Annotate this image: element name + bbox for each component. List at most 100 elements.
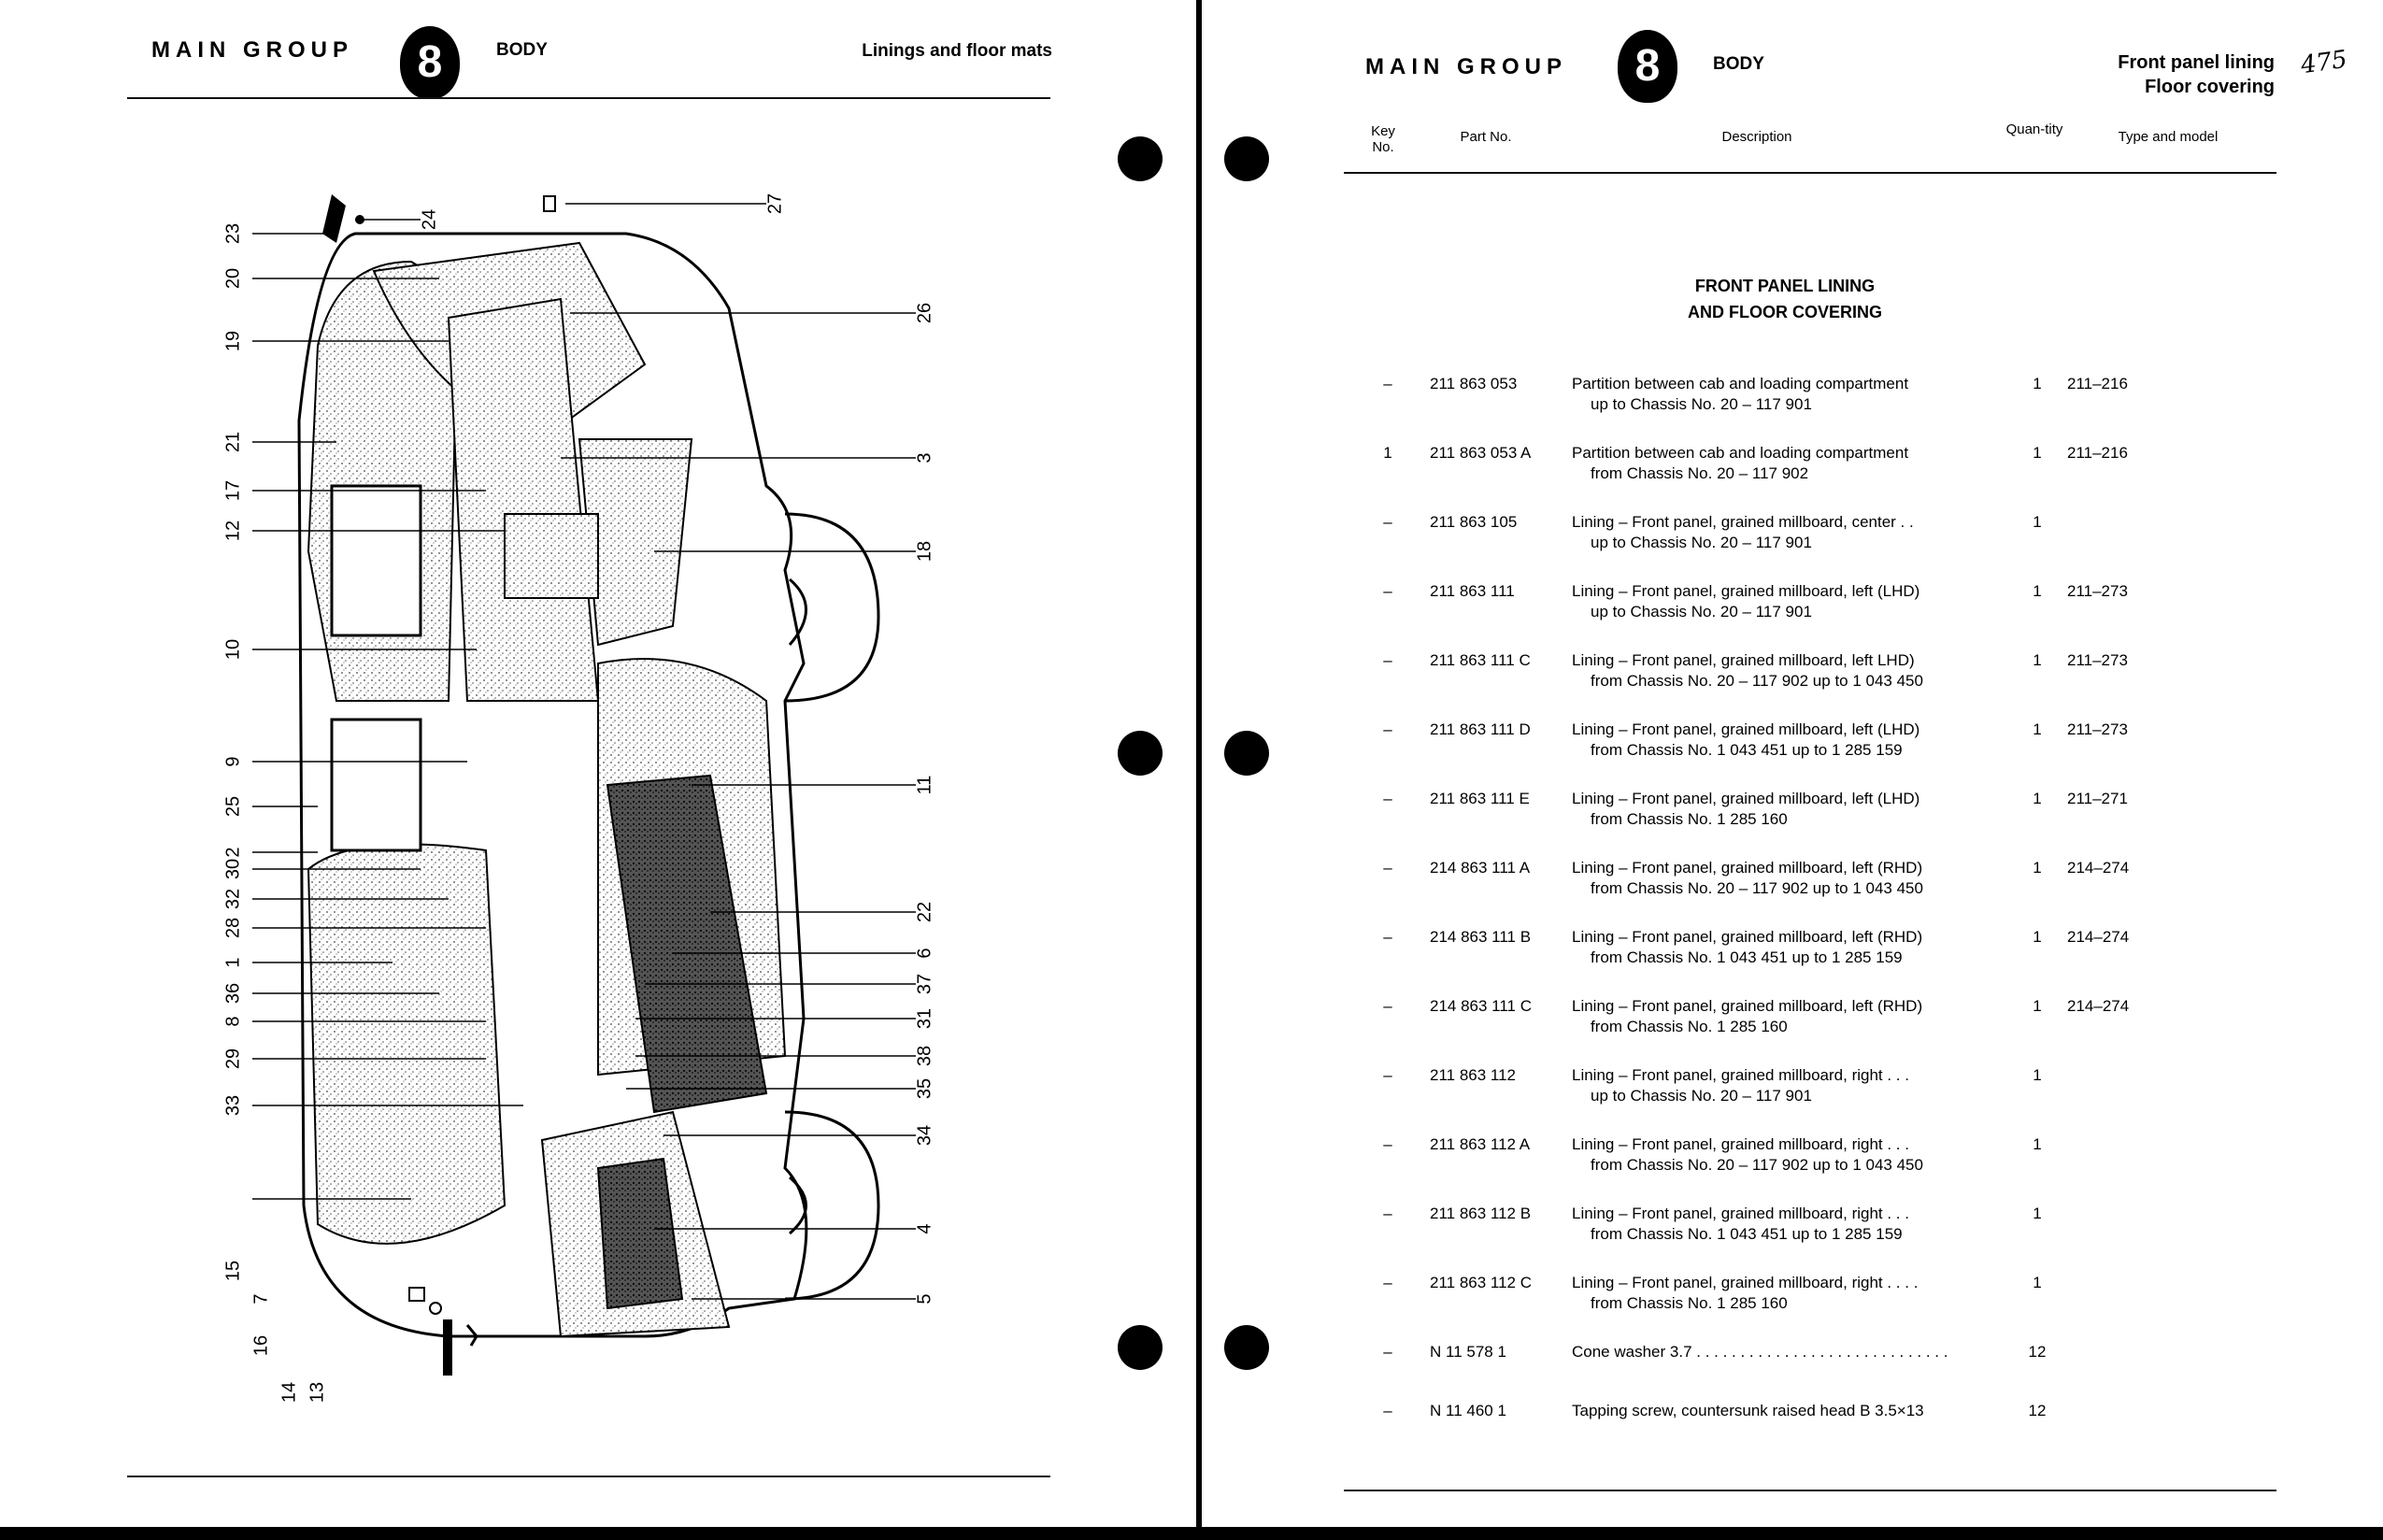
key-cell: –	[1383, 582, 1392, 600]
callout-number: 29	[222, 1048, 243, 1069]
callout-number: 32	[222, 889, 243, 909]
key-cell: 1	[1383, 444, 1392, 462]
callout-number: 10	[222, 639, 243, 660]
callout-number: 21	[222, 432, 243, 452]
callout-number: 15	[222, 1261, 243, 1281]
quantity-cell: 12	[2028, 1343, 2047, 1361]
quantity-cell: 1	[2033, 1205, 2042, 1222]
quantity-cell: 1	[2033, 997, 2042, 1015]
type-model-cell: 214–274	[2067, 997, 2130, 1015]
type-model-cell: 211–273	[2067, 720, 2128, 738]
description-line2: from Chassis No. 1 285 160	[1591, 1294, 1788, 1312]
type-model-cell: 211–216	[2067, 444, 2128, 462]
key-cell: –	[1383, 790, 1392, 807]
callout-number: 37	[914, 974, 935, 994]
key-cell: –	[1383, 1274, 1392, 1291]
key-cell: –	[1383, 720, 1392, 738]
section-title-line2: AND FLOOR COVERING	[1687, 303, 1882, 321]
part-number-cell: 211 863 105	[1430, 513, 1518, 531]
key-cell: –	[1383, 1066, 1392, 1084]
callout-number: 13	[307, 1382, 327, 1403]
callout-number: 5	[914, 1293, 935, 1304]
key-cell: –	[1383, 997, 1392, 1015]
key-cell: –	[1383, 928, 1392, 946]
quantity-cell: 1	[2033, 720, 2042, 738]
callout-number: 9	[222, 756, 243, 766]
part-number-cell: 211 863 112 B	[1430, 1205, 1532, 1222]
key-cell: –	[1383, 859, 1392, 877]
body-label: BODY	[1713, 54, 1764, 74]
description-line2: from Chassis No. 1 043 451 up to 1 285 1…	[1591, 741, 1903, 759]
column-key: Key No.	[1371, 123, 1395, 155]
description-line1: Tapping screw, countersunk raised head B…	[1572, 1402, 1924, 1419]
description-line2: up to Chassis No. 20 – 117 901	[1591, 603, 1812, 620]
part-number-cell: 214 863 111 C	[1430, 997, 1533, 1015]
description-line2: up to Chassis No. 20 – 117 901	[1591, 1087, 1812, 1105]
part-number-cell: N 11 578 1	[1430, 1343, 1506, 1361]
page-gutter	[1196, 0, 1202, 1527]
key-cell: –	[1383, 513, 1392, 531]
callout-number: 6	[914, 948, 935, 958]
description-line1: Lining – Front panel, grained millboard,…	[1572, 1135, 1909, 1153]
binder-hole	[1224, 136, 1269, 181]
part-number-cell: 211 863 111 D	[1430, 720, 1531, 738]
callout-number: 20	[222, 268, 243, 289]
main-group-label: MAIN GROUP	[151, 37, 353, 63]
scan-edge	[0, 1527, 2383, 1540]
quantity-cell: 1	[2033, 375, 2042, 392]
part-number-cell: 211 863 112 C	[1430, 1274, 1533, 1291]
footer-rule	[1344, 1490, 2276, 1491]
section-title-line1: FRONT PANEL LINING	[1694, 277, 1876, 295]
callout-number: 11	[914, 776, 935, 795]
table-row: – 214 863 111 A Lining – Front panel, grai…	[1364, 859, 2205, 915]
description-line1: Lining – Front panel, grained millboard,…	[1572, 997, 1923, 1015]
description-line1: Lining – Front panel, grained millboard,…	[1572, 1274, 1919, 1291]
binder-hole	[1118, 731, 1163, 776]
callout-number: 27	[764, 193, 785, 214]
part-number-cell: 211 863 053 A	[1430, 444, 1532, 462]
type-model-cell: 214–274	[2067, 859, 2130, 877]
description-line1: Lining – Front panel, grained millboard,…	[1572, 1066, 1909, 1084]
callout-number: 31	[914, 1008, 935, 1029]
column-quantity: Quan-tity	[2005, 121, 2063, 137]
callout-number: 35	[914, 1078, 935, 1099]
description-line2: from Chassis No. 20 – 117 902 up to 1 04…	[1591, 1156, 1923, 1174]
callout-number: 7	[250, 1293, 271, 1304]
description-line2: up to Chassis No. 20 – 117 901	[1591, 534, 1812, 551]
table-row: – N 11 460 1 Tapping screw, countersunk ra…	[1364, 1402, 2205, 1458]
part-number-cell: N 11 460 1	[1430, 1402, 1506, 1419]
key-cell: –	[1383, 1205, 1392, 1222]
callout-number: 26	[914, 303, 935, 323]
description-line2: from Chassis No. 20 – 117 902	[1591, 464, 1809, 482]
type-model-cell: 211–273	[2067, 582, 2128, 600]
page-title: Linings and floor mats	[862, 41, 1052, 61]
quantity-cell: 1	[2033, 859, 2042, 877]
description-line1: Lining – Front panel, grained millboard,…	[1572, 859, 1923, 877]
callout-number: 24	[419, 209, 439, 230]
type-model-cell: 214–274	[2067, 928, 2130, 946]
part-number-cell: 211 863 111	[1430, 582, 1515, 600]
quantity-cell: 12	[2028, 1402, 2047, 1419]
quantity-cell: 1	[2033, 651, 2042, 669]
column-part: Part No.	[1460, 129, 1512, 145]
description-line1: Partition between cab and loading compar…	[1572, 375, 1909, 392]
callout-number: 22	[914, 902, 935, 922]
description-line1: Lining – Front panel, grained millboard,…	[1572, 582, 1920, 600]
callout-number: 12	[222, 520, 243, 541]
part-number-cell: 214 863 111 A	[1430, 859, 1531, 877]
part-number-cell: 211 863 112 A	[1430, 1135, 1531, 1153]
group-number-badge: 8	[400, 26, 460, 99]
binder-hole	[1118, 1325, 1163, 1370]
quantity-cell: 1	[2033, 1066, 2042, 1084]
description-line2: from Chassis No. 1 043 451 up to 1 285 1…	[1591, 1225, 1903, 1243]
callout-number: 18	[914, 541, 935, 562]
key-cell: –	[1383, 1402, 1392, 1419]
handwritten-page-number: 475	[2299, 45, 2349, 80]
